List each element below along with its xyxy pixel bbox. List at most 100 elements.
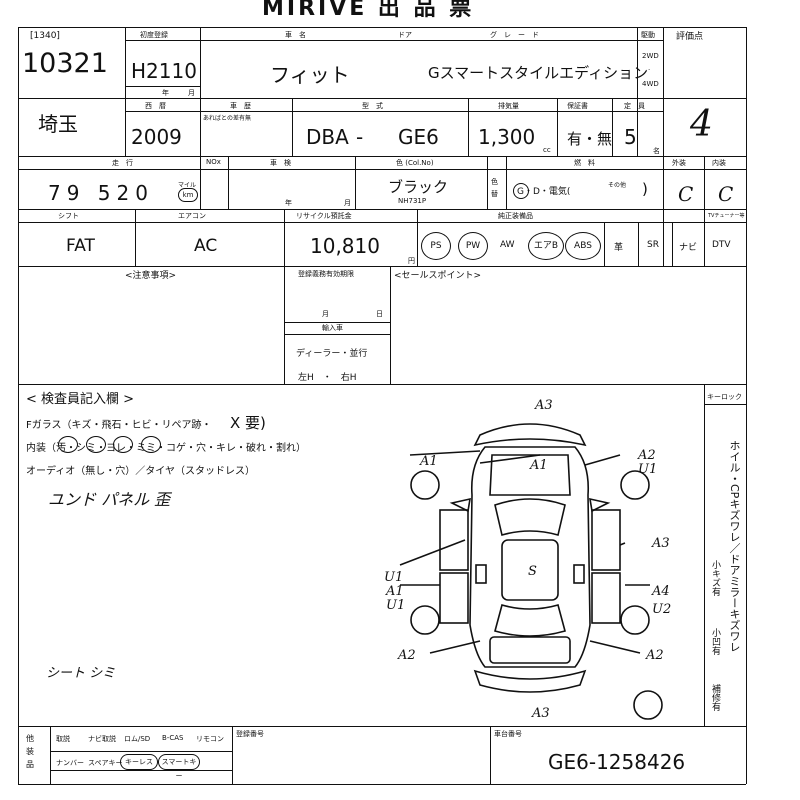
interior-mark-2 bbox=[86, 436, 106, 453]
color: ブラック bbox=[388, 178, 449, 196]
rule-v23 bbox=[390, 266, 391, 384]
interior-mark-1 bbox=[58, 436, 78, 453]
mark-rear: A3 bbox=[531, 706, 550, 721]
history-label: 車 歴 bbox=[230, 102, 251, 110]
equip-leather: 革 bbox=[614, 243, 624, 253]
model-prefix: DBA bbox=[306, 125, 349, 149]
handwritten-note-2: シート シミ bbox=[46, 666, 116, 681]
page-title: MIRIVE 出 品 票 bbox=[262, 0, 475, 21]
warranty: 有・無 bbox=[567, 130, 613, 148]
fuel-label: 燃 料 bbox=[574, 159, 595, 167]
rule-h-sub8 bbox=[704, 404, 746, 405]
grade-label: グ レ ー ド bbox=[490, 31, 539, 39]
interior-mark-4 bbox=[141, 436, 161, 453]
ac-label: エアコン bbox=[178, 212, 206, 220]
rule-v11 bbox=[228, 156, 229, 209]
manual: 取説 bbox=[56, 735, 70, 743]
handwritten-note-1: ユンド パネル 歪 bbox=[48, 490, 171, 509]
recycle-label: リサイクル預託金 bbox=[296, 212, 352, 220]
left-front-door bbox=[439, 509, 469, 571]
hood bbox=[489, 454, 571, 496]
year-label-western: 西 暦 bbox=[145, 102, 166, 110]
mark-right-front-door: A3 bbox=[651, 536, 670, 551]
interior-grade: C bbox=[718, 182, 734, 206]
import-label: 輸入車 bbox=[322, 324, 343, 332]
expiry-day-label: 日 bbox=[376, 310, 383, 318]
displacement-label: 排気量 bbox=[498, 102, 519, 110]
rule-v19 bbox=[604, 222, 605, 266]
dealer-parallel: ディーラー・並行 bbox=[296, 349, 368, 359]
expiry-label: 登録義務有効期限 bbox=[298, 270, 354, 278]
year-label: 年 bbox=[162, 89, 169, 97]
rule-h-sub5 bbox=[18, 222, 746, 223]
right-front-door bbox=[591, 509, 621, 571]
equip-pw: PW bbox=[458, 232, 488, 260]
rule-row5 bbox=[18, 384, 746, 385]
mark-right-rear-door: A4 bbox=[651, 584, 670, 599]
spare-wheel bbox=[633, 690, 663, 720]
navi-manual: ナビ取説 bbox=[88, 735, 116, 743]
rule-v13 bbox=[487, 156, 488, 209]
nox-label: NOx bbox=[206, 158, 221, 166]
warranty-label: 保証書 bbox=[567, 102, 588, 110]
keyless: キーレス bbox=[120, 754, 158, 770]
mark-left-door: U1 bbox=[384, 570, 403, 585]
plate: ナンバー bbox=[56, 759, 84, 767]
equip-aw: AW bbox=[500, 240, 515, 250]
capacity: 5 bbox=[624, 125, 637, 149]
sales-point-label: <セールスポイント> bbox=[394, 271, 482, 281]
lot-number: 10321 bbox=[22, 48, 108, 79]
rule-row2 bbox=[18, 156, 746, 157]
interior-mark-3 bbox=[113, 436, 133, 453]
mark-front: A3 bbox=[534, 398, 553, 413]
mark-rear-left: A2 bbox=[397, 648, 416, 663]
region: 埼玉 bbox=[38, 112, 78, 136]
exterior-label: 外装 bbox=[672, 159, 686, 167]
mileage-label: 走 行 bbox=[112, 159, 133, 167]
wheel-front-left bbox=[410, 470, 440, 500]
right-pillar bbox=[573, 564, 585, 584]
rule-v2 bbox=[200, 27, 201, 98]
left-rear-door bbox=[439, 572, 469, 624]
rule-row1 bbox=[18, 98, 746, 99]
drive-4wd: 4WD bbox=[642, 80, 659, 88]
audio-tire-line: オーディオ（無し・穴）／タイヤ（スタッドレス） bbox=[26, 466, 255, 477]
model-label: 型 式 bbox=[362, 102, 383, 110]
border-right bbox=[746, 27, 747, 784]
border-bottom bbox=[18, 784, 746, 785]
rule-v20 bbox=[638, 222, 639, 266]
mark-left-door-u: A1 bbox=[385, 584, 404, 599]
fuel-selected-circle bbox=[513, 183, 529, 199]
rule-v15 bbox=[704, 156, 705, 266]
car-name-label: 車 名 bbox=[285, 31, 306, 39]
month-label: 月 bbox=[188, 89, 195, 97]
rule-v6 bbox=[292, 98, 293, 156]
car-damage-diagram: A3 A1 A2 U1 S A1 U1 A1 U1 A3 A4 U2 A2 A2… bbox=[384, 398, 671, 721]
mark-rear-right: A2 bbox=[645, 648, 664, 663]
equip-dtv: DTV bbox=[712, 240, 731, 250]
door-label: ドア bbox=[398, 31, 412, 39]
glass-mark: X 要) bbox=[230, 414, 266, 432]
mileage: 79 520 bbox=[48, 181, 154, 205]
shift: FAT bbox=[66, 236, 95, 256]
wheel-rear-right bbox=[620, 605, 650, 635]
rule-row3 bbox=[18, 209, 746, 210]
right-rear-door bbox=[591, 572, 621, 624]
drive-2wd: 2WD bbox=[642, 52, 659, 60]
interior-label: 内装 bbox=[712, 159, 726, 167]
smart-key: スマートキー bbox=[158, 754, 200, 780]
mileage-unit-mile: マイル bbox=[178, 182, 197, 189]
mark-right-rear-door-u: U2 bbox=[652, 602, 671, 617]
glass-line: Fガラス（キズ・飛石・ヒビ・リペア跡・ bbox=[26, 420, 212, 431]
small-dent-note: 小凹有 bbox=[710, 628, 720, 655]
roof bbox=[501, 539, 559, 601]
rule-v26 bbox=[232, 726, 233, 784]
inspection-month-label: 月 bbox=[344, 199, 351, 207]
rear-bumper bbox=[473, 669, 587, 693]
ac: AC bbox=[194, 236, 218, 256]
chassis-label: 車台番号 bbox=[494, 730, 522, 738]
interior-line: 内装（汚・シミ・ヨレ・ミミ・コゲ・穴・キレ・破れ・割れ） bbox=[26, 443, 306, 454]
rule-v3 bbox=[637, 27, 638, 156]
rule-row6 bbox=[18, 726, 746, 727]
equipment-label: 純正装備品 bbox=[498, 212, 533, 220]
